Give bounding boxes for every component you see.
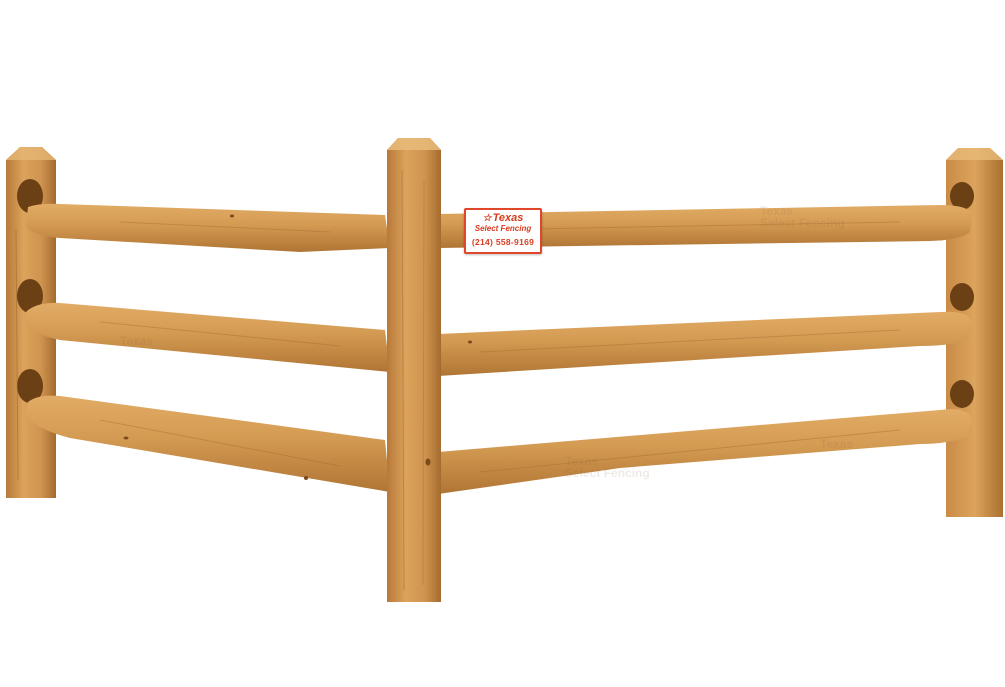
sign-brand: ☆Texas: [482, 212, 524, 224]
sign-subtitle: Select Fencing: [474, 224, 532, 233]
company-sign: ☆Texas Select Fencing (214) 558-9169: [464, 208, 542, 254]
sign-phone: (214) 558-9169: [471, 237, 535, 247]
right-end-post: [946, 148, 1003, 517]
star-icon: ☆: [482, 213, 492, 224]
left-rails: [26, 203, 390, 492]
wood-knots: [123, 214, 472, 480]
right-rails: [438, 205, 972, 494]
center-post: [387, 138, 441, 602]
